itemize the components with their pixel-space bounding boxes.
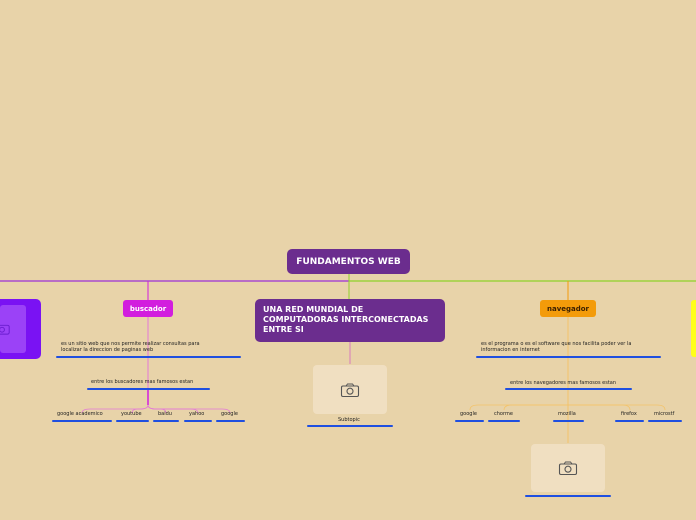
navegador-topic[interactable]: navegador xyxy=(540,300,596,317)
left-branch-image xyxy=(0,305,26,353)
navegador-item[interactable]: mozilla xyxy=(558,411,576,417)
right-branch-topic[interactable] xyxy=(691,300,696,357)
camera-icon xyxy=(340,383,360,397)
subtopic-image-card[interactable] xyxy=(313,365,387,414)
left-branch-topic[interactable] xyxy=(0,299,41,359)
navegador-description-line1: es el programa o es el software que nos … xyxy=(481,341,632,347)
navegador-item-underline xyxy=(553,420,584,422)
buscador-item-underline xyxy=(153,420,179,422)
camera-icon xyxy=(0,324,10,335)
buscador-item-underline xyxy=(116,420,149,422)
navegador-item-underline xyxy=(615,420,644,422)
buscador-item[interactable]: baidu xyxy=(158,411,172,417)
buscador-description-line1: es un sitio web que nos permite realizar… xyxy=(61,341,200,347)
buscador-item-underline xyxy=(184,420,212,422)
camera-icon xyxy=(558,461,578,476)
navegador-label: navegador xyxy=(546,304,590,313)
navegador-item[interactable]: google xyxy=(460,411,477,417)
central-topic[interactable]: FUNDAMENTOS WEB xyxy=(287,249,410,274)
buscador-item[interactable]: google xyxy=(221,411,238,417)
central-topic-label: FUNDAMENTOS WEB xyxy=(296,256,401,267)
navegador-item-underline xyxy=(648,420,682,422)
main-topic-label: UNA RED MUNDIAL DE COMPUTADORAS INTERCON… xyxy=(263,305,429,334)
main-topic[interactable]: UNA RED MUNDIAL DE COMPUTADORAS INTERCON… xyxy=(255,299,445,342)
navegador-image-card[interactable] xyxy=(531,444,605,492)
buscador-item[interactable]: google academico xyxy=(57,411,103,417)
navegador-item-underline xyxy=(455,420,484,422)
buscador-item[interactable]: yahoo xyxy=(189,411,205,417)
navegador-item-underline xyxy=(488,420,520,422)
navegador-subheading: entre los navegadores mas famosos estan xyxy=(510,380,617,386)
buscador-topic[interactable]: buscador xyxy=(123,300,173,317)
buscador-item-underline xyxy=(216,420,245,422)
buscador-item[interactable]: youtube xyxy=(121,411,142,417)
buscador-item-underline xyxy=(52,420,112,422)
navegador-subheading-underline xyxy=(505,388,632,390)
navegador-description-line2: informacion en internet xyxy=(481,347,540,353)
buscador-description-line2: localizar la direccion de paginas web xyxy=(61,347,154,353)
buscador-subheading-underline xyxy=(87,388,210,390)
navegador-item[interactable]: chorme xyxy=(494,411,513,417)
subtopic-underline xyxy=(307,425,393,427)
navegador-description-underline xyxy=(476,356,661,358)
navegador-item[interactable]: firefox xyxy=(621,411,637,417)
navegador-item[interactable]: microstf xyxy=(654,411,675,417)
subtopic-label: Subtopic xyxy=(338,417,360,423)
buscador-label: buscador xyxy=(129,304,167,313)
buscador-subheading: entre los buscadores mas famosos estan xyxy=(91,379,194,385)
navegador-image-underline xyxy=(525,495,611,497)
buscador-description-underline xyxy=(56,356,241,358)
